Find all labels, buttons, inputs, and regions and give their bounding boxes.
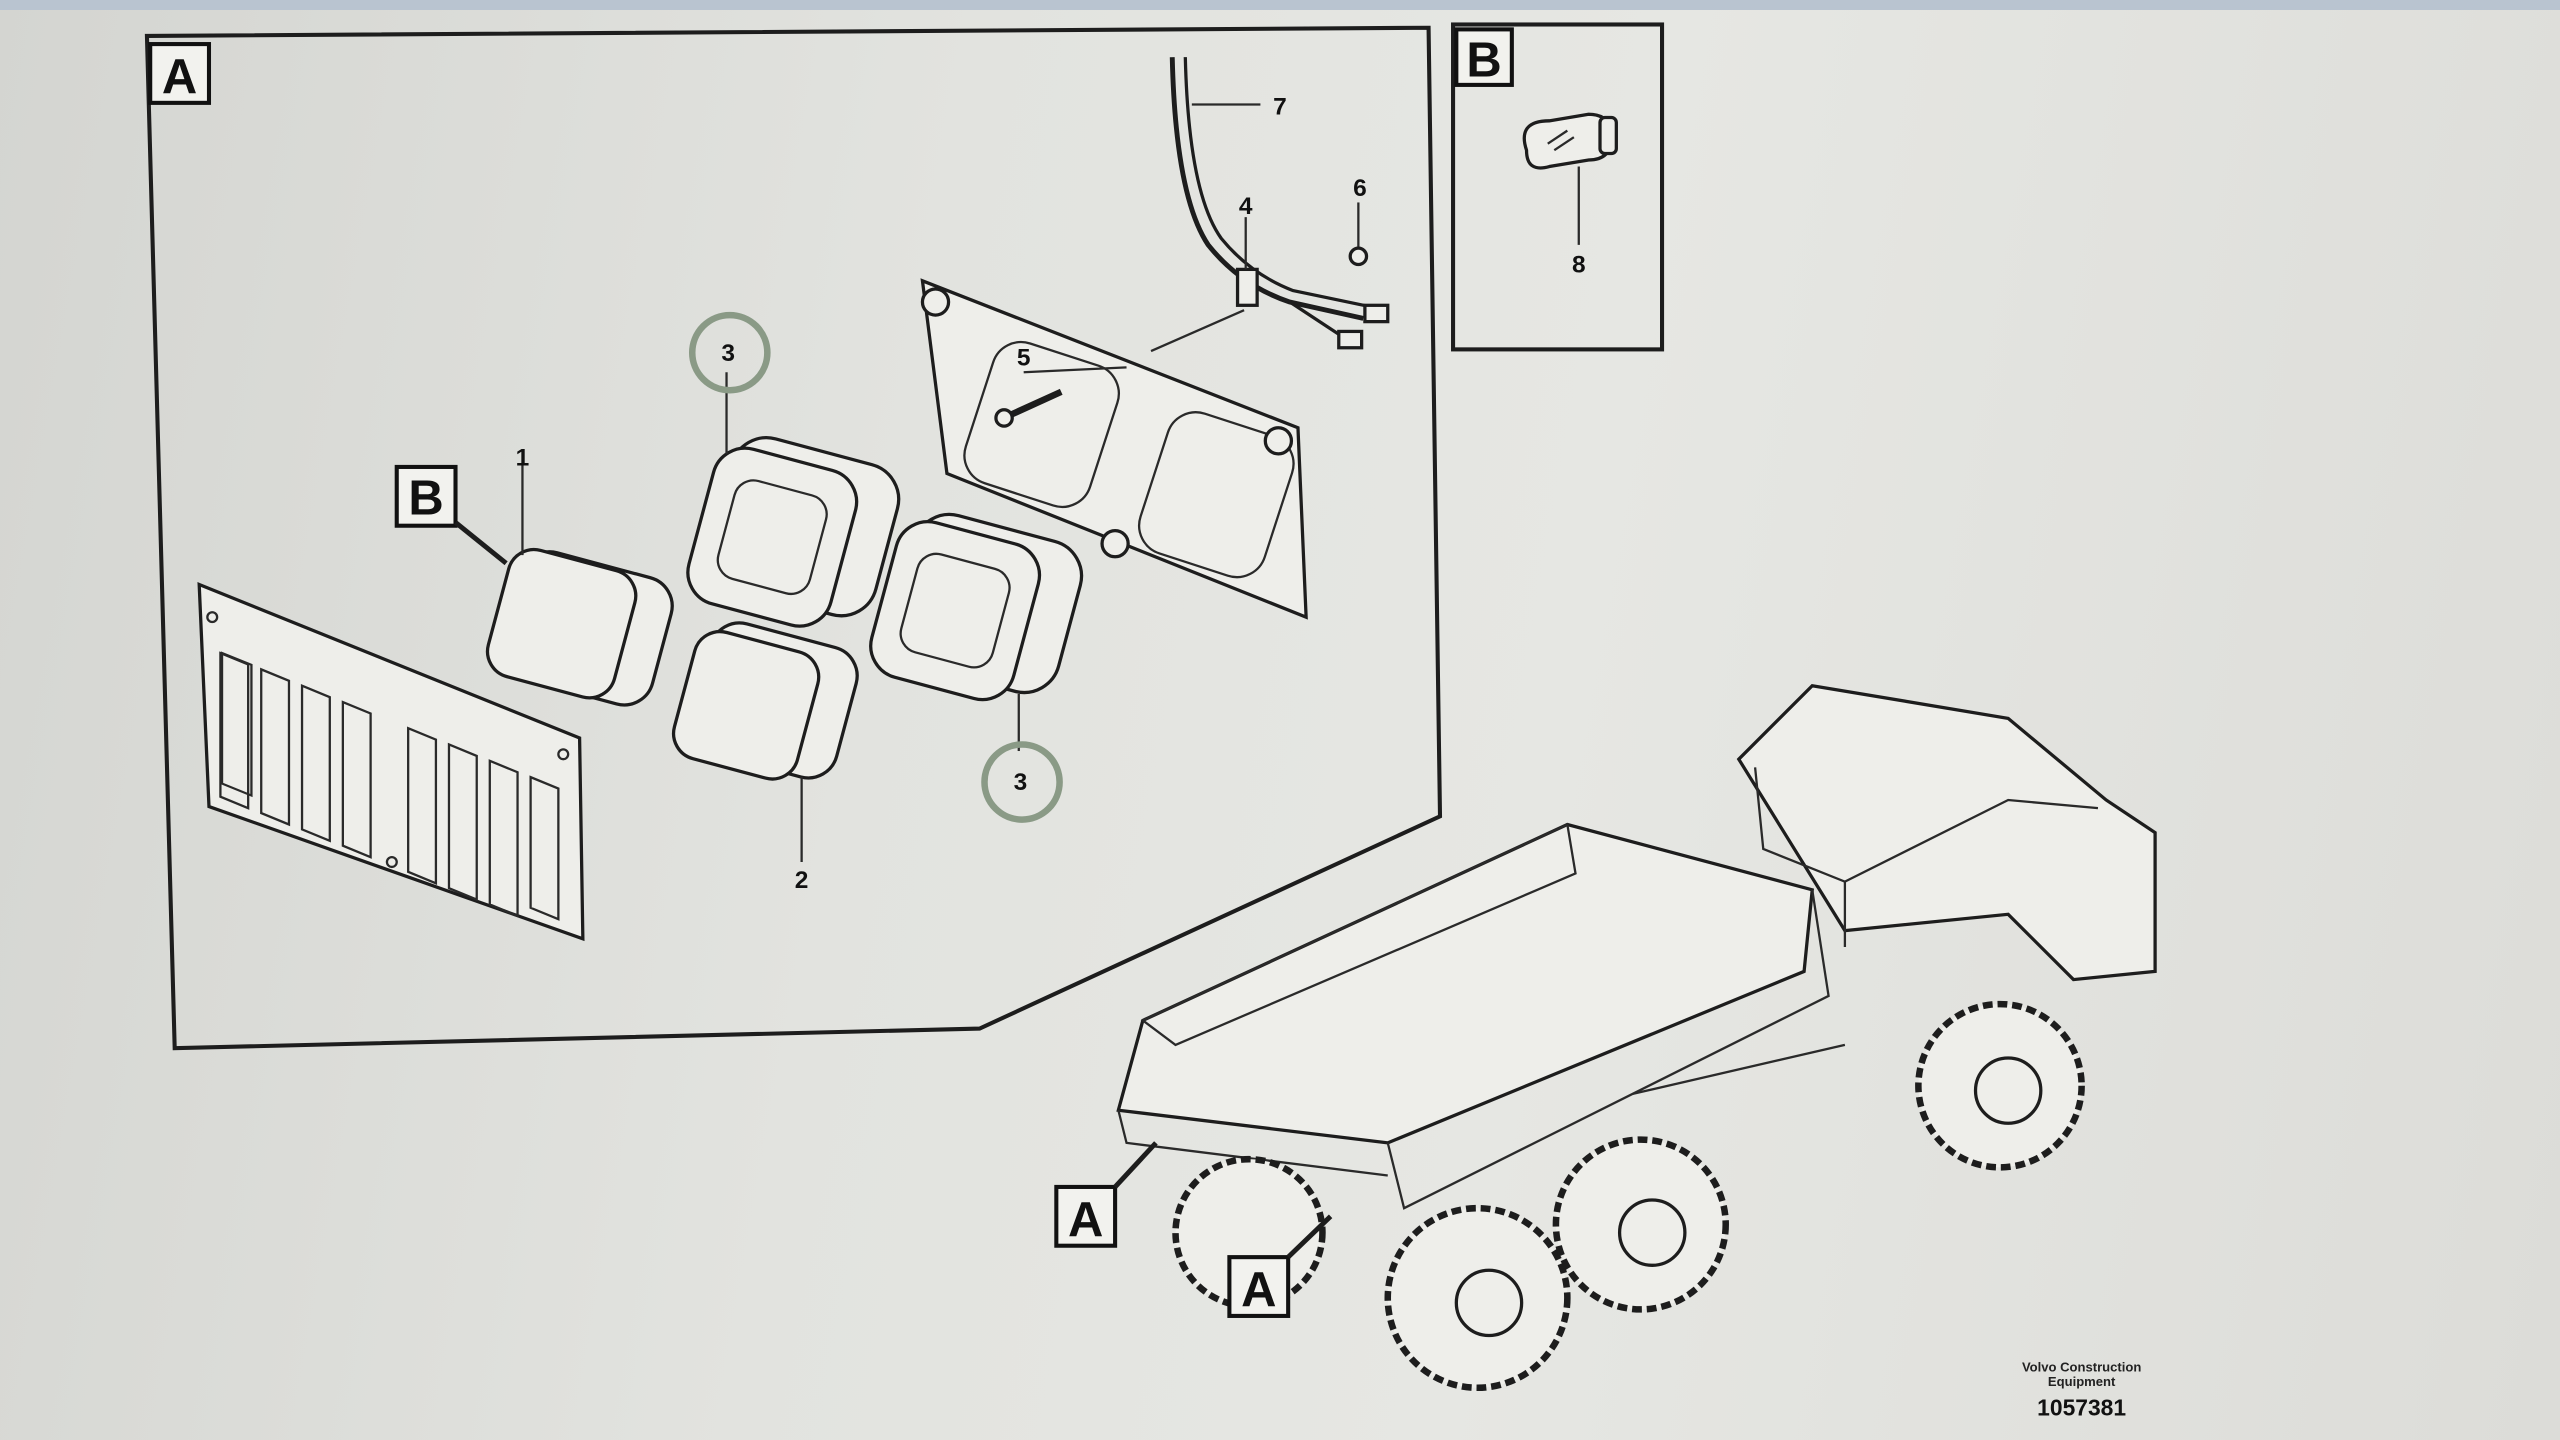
screw-part bbox=[994, 366, 1127, 428]
callout-4: 4 bbox=[1239, 193, 1253, 220]
drawing-number: 1057381 bbox=[2037, 1395, 2126, 1421]
callout-1: 1 bbox=[516, 444, 530, 471]
callout-6: 6 bbox=[1353, 175, 1367, 202]
callout-3-bottom: 3 bbox=[1014, 769, 1028, 796]
detail-b-label: B bbox=[1466, 34, 1501, 88]
company-name-line2: Equipment bbox=[2048, 1374, 2116, 1389]
ref-a-tag-right bbox=[1227, 1214, 1333, 1318]
cable-part bbox=[1150, 57, 1390, 353]
company-name-line1: Volvo Construction bbox=[2022, 1359, 2141, 1374]
ref-a-tag-left bbox=[1054, 1141, 1158, 1248]
callout-7: 7 bbox=[1273, 93, 1287, 120]
lens-part bbox=[671, 621, 859, 863]
ref-a-label-left: A bbox=[1068, 1193, 1103, 1247]
detail-b-frame: B 8 bbox=[1451, 22, 1665, 352]
callout-8: 8 bbox=[1572, 252, 1586, 279]
lamp-part bbox=[485, 465, 674, 707]
ref-b-tag bbox=[394, 464, 508, 566]
detail-a-frame: A bbox=[144, 25, 1443, 1051]
callout-5: 5 bbox=[1017, 345, 1031, 372]
bracket-plate-part bbox=[920, 278, 1308, 620]
highlight-circle bbox=[688, 311, 771, 394]
screen-top-edge bbox=[0, 0, 2560, 10]
ref-b-label: B bbox=[408, 471, 443, 525]
articulated-hauler-illustration bbox=[1116, 683, 2157, 1392]
gasket-part-top bbox=[686, 372, 901, 628]
highlight-circle bbox=[981, 741, 1063, 823]
gasket-part-bottom bbox=[869, 512, 1084, 752]
grille-part bbox=[197, 582, 585, 942]
callout-2: 2 bbox=[795, 867, 809, 894]
callout-3-top: 3 bbox=[721, 340, 735, 367]
detail-a-label: A bbox=[162, 50, 197, 104]
bulb-icon bbox=[1522, 112, 1618, 245]
ref-a-label-right: A bbox=[1241, 1263, 1276, 1317]
